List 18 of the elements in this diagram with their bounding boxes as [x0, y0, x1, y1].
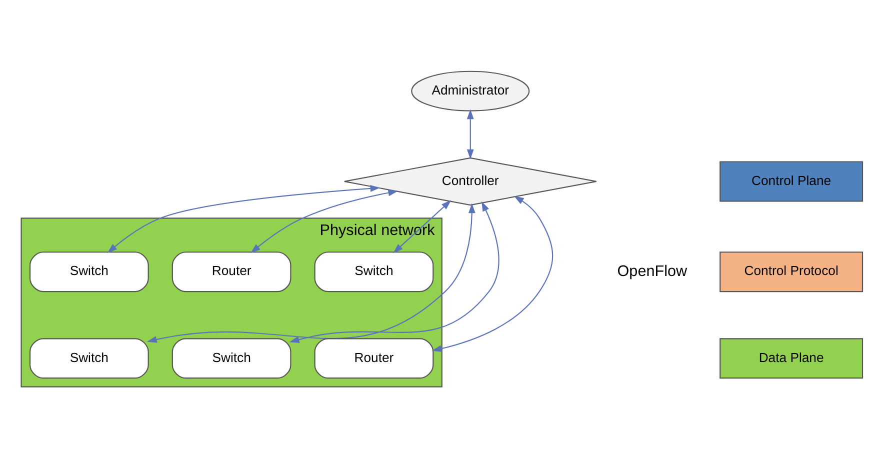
arrow [432, 196, 554, 352]
legend-label: Data Plane [758, 350, 824, 365]
node-ellipse: Administrator [411, 70, 530, 112]
arrow [146, 203, 476, 343]
arrow [393, 200, 452, 254]
node-box: Switch [29, 338, 149, 379]
node-box: Router [314, 338, 434, 379]
arrow [289, 201, 500, 343]
node-box: Switch [314, 252, 434, 292]
arrow [250, 189, 398, 254]
legend-label: Control Protocol [744, 263, 838, 278]
node-box: Switch [29, 252, 149, 292]
node-box: Router [172, 252, 292, 292]
arrow [466, 109, 474, 160]
legend-label: Control Plane [752, 172, 832, 188]
label: OpenFlow [617, 262, 688, 280]
node-box: Switch [172, 338, 292, 379]
arrow [107, 185, 380, 254]
